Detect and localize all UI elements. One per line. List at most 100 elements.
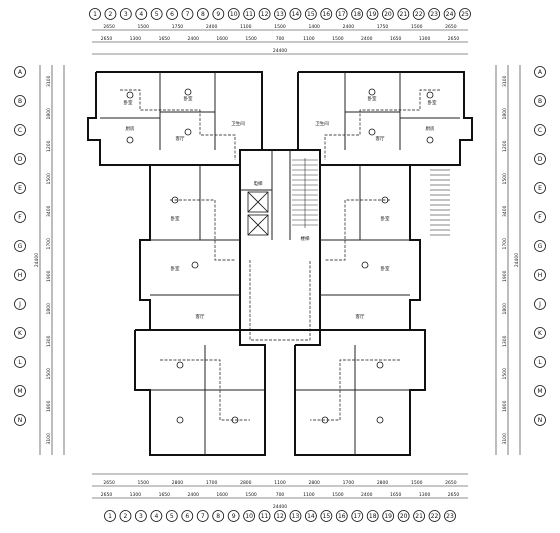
axis-circle xyxy=(382,510,395,522)
room-label: 卧室 xyxy=(124,99,133,106)
dimension-value: 1100 xyxy=(303,492,315,498)
dimension-value: 1800 xyxy=(502,303,508,315)
right-axis-bubble: F xyxy=(534,211,546,223)
dimension-value: 2800 xyxy=(240,480,252,486)
axis-circle xyxy=(14,95,26,107)
bottom-axis-bubble: 10 xyxy=(243,510,255,522)
bottom-axis-bubble: 19 xyxy=(382,510,395,522)
axis-label: D xyxy=(538,156,543,163)
axis-label: 2 xyxy=(124,513,128,520)
top-axis-bubble: 15 xyxy=(304,8,317,20)
axis-circle xyxy=(227,510,240,522)
axis-circle xyxy=(412,8,425,20)
axis-label: L xyxy=(18,359,22,366)
top-axis-bubble: 4 xyxy=(135,8,148,20)
left-axis-bubble: E xyxy=(14,182,26,194)
bottom-axis-bubble: 20 xyxy=(397,510,410,522)
right-axis-bubble: D xyxy=(534,153,546,165)
dimension-value: 1500 xyxy=(411,24,423,30)
top-axis-bubble: 14 xyxy=(289,8,302,20)
dimension-value: 1700 xyxy=(502,238,508,250)
right-axis-bubble: M xyxy=(534,385,546,397)
dimension-value: 1750 xyxy=(377,24,389,30)
dimension-value: 1500 xyxy=(245,492,257,498)
room-label: 卧室 xyxy=(428,99,437,106)
axis-label: 8 xyxy=(216,513,220,520)
axis-label: 18 xyxy=(353,11,361,18)
top-axis-bubble: 6 xyxy=(166,8,178,20)
right-dimension-text: 3100180012001500340017001900180013001500… xyxy=(502,75,520,444)
bottom-axis-bubble: 12 xyxy=(274,510,286,522)
axis-circle xyxy=(89,8,101,20)
axis-circle xyxy=(304,8,317,20)
axis-circle xyxy=(534,182,546,194)
axis-circle xyxy=(459,8,471,20)
top-axis-bubble: 17 xyxy=(335,8,348,20)
dimension-value: 1800 xyxy=(502,108,508,120)
axis-label: 25 xyxy=(461,11,469,18)
axis-label: 13 xyxy=(276,11,284,18)
axis-circle xyxy=(104,510,116,522)
dimension-value: 1500 xyxy=(411,480,423,486)
axis-label: 6 xyxy=(185,513,189,520)
dimension-value: 2400 xyxy=(188,492,200,498)
axis-label: D xyxy=(18,156,23,163)
axis-circle xyxy=(14,66,26,78)
axis-label: G xyxy=(538,243,543,250)
room-label: 卧室 xyxy=(171,265,180,272)
axis-label: F xyxy=(538,214,542,221)
axis-label: N xyxy=(18,417,23,424)
legend-hatch xyxy=(430,169,450,236)
building-walls xyxy=(87,71,473,456)
dimension-value: 1900 xyxy=(46,270,52,282)
top-dimension-lines xyxy=(92,29,468,55)
right-axis-bubble: G xyxy=(534,240,546,252)
axis-label: M xyxy=(537,388,542,395)
top-axis-bubble: 5 xyxy=(150,8,163,20)
left-axis-bubble: C xyxy=(14,124,26,136)
top-axis-bubble: 25 xyxy=(459,8,471,20)
axis-circle xyxy=(14,269,26,281)
axis-label: L xyxy=(538,359,542,366)
dimension-value: 1650 xyxy=(159,36,171,42)
dimension-value: 1400 xyxy=(308,24,320,30)
axis-circle xyxy=(135,8,148,20)
axis-circle xyxy=(258,8,271,20)
right-dimension-lines xyxy=(495,65,521,455)
axis-label: 15 xyxy=(307,11,315,18)
axis-circle xyxy=(320,510,333,522)
axis-circle xyxy=(166,8,178,20)
dimension-value: 3100 xyxy=(46,433,52,445)
axis-circle xyxy=(351,8,363,20)
dimension-value: 1300 xyxy=(130,36,142,42)
dimension-value: 1500 xyxy=(138,24,150,30)
dimension-value: 2400 xyxy=(206,24,218,30)
axis-circle xyxy=(397,510,410,522)
axis-label: 14 xyxy=(292,11,300,18)
top-axis-bubble: 24 xyxy=(443,8,456,20)
dimension-value: 3100 xyxy=(502,75,508,87)
top-axis-bubble: 19 xyxy=(366,8,379,20)
axis-label: M xyxy=(17,388,22,395)
dimension-value: 1500 xyxy=(502,368,508,380)
axis-label: 4 xyxy=(154,513,158,520)
axis-circle xyxy=(534,356,546,368)
axis-label: 17 xyxy=(353,513,361,520)
room-label: 客厅 xyxy=(176,135,185,142)
bottom-axis-bubble: 1 xyxy=(104,510,116,522)
top-axis-bubble: 12 xyxy=(258,8,271,20)
dimension-value: 2800 xyxy=(172,480,184,486)
axis-circle xyxy=(119,510,132,522)
axis-label: 10 xyxy=(230,11,238,18)
axis-label: 2 xyxy=(109,11,113,18)
axis-circle xyxy=(14,327,26,339)
axis-circle xyxy=(212,510,225,522)
bottom-axis-bubble: 16 xyxy=(335,510,348,522)
axis-label: 14 xyxy=(307,513,315,520)
